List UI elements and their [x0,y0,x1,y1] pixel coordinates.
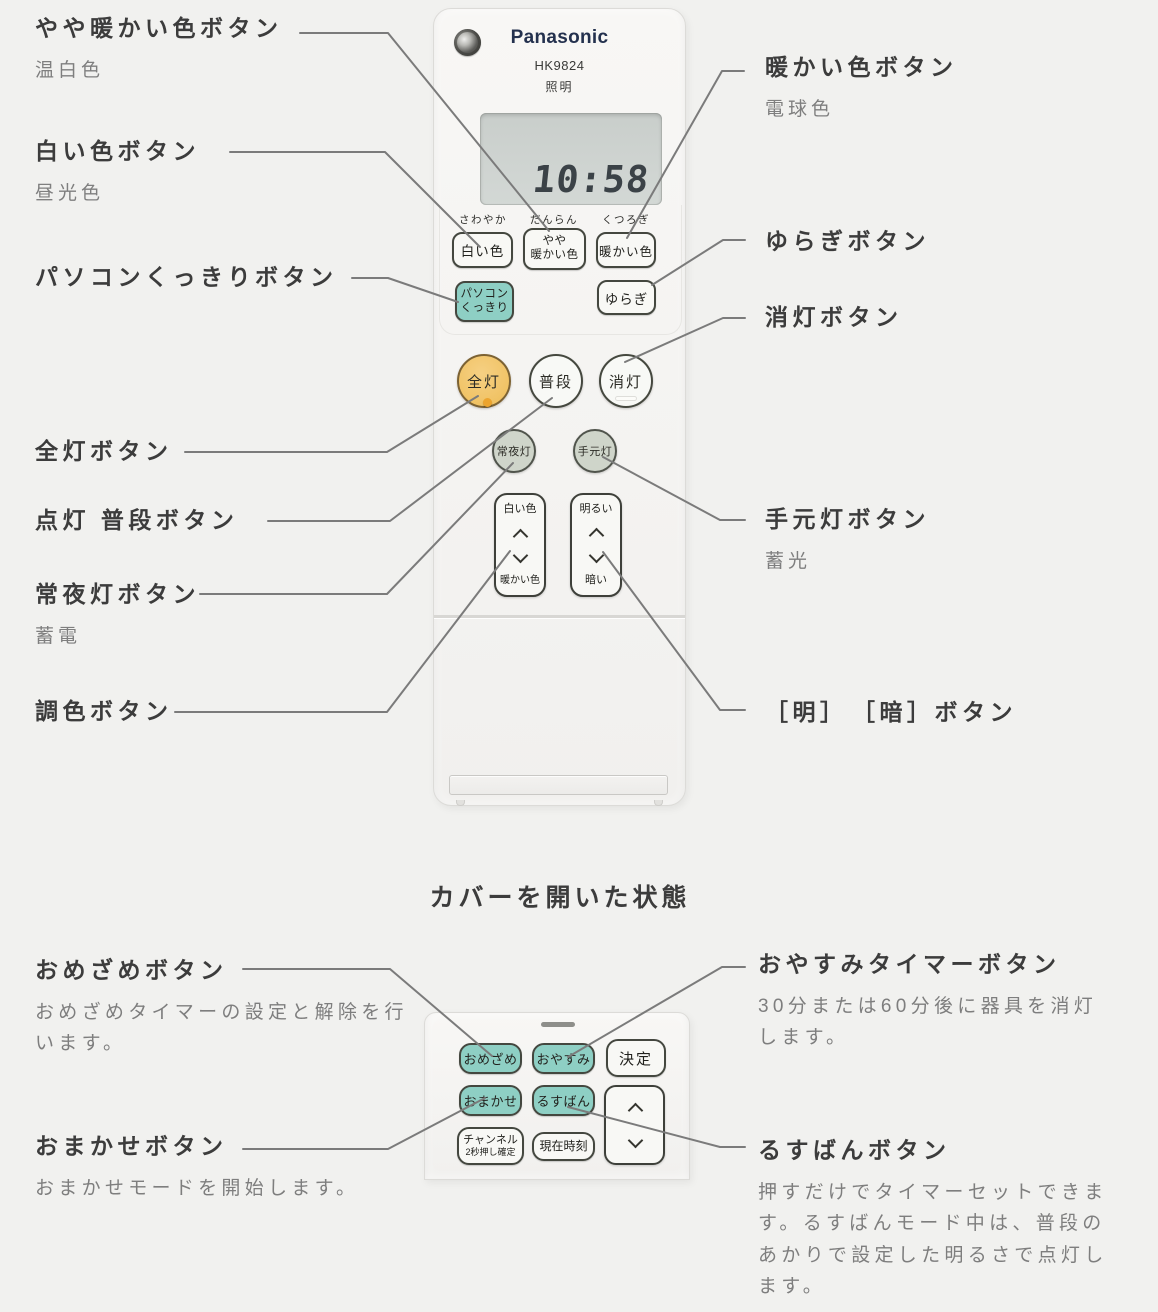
callout-sub: 温白色 [35,59,105,81]
kettei-button[interactable]: 決定 [606,1039,666,1077]
callout-pc: パソコンくっきりボタン [35,263,338,292]
callout-title: 全灯ボタン [35,438,173,464]
callout-sub: 蓄光 [765,550,812,572]
scene-label-kutsurogi: くつろぎ [602,214,650,226]
callout-handlight: 手元灯ボタン 蓄光 [765,505,930,573]
white-color-button[interactable]: 白い色 [452,232,513,268]
omezame-button[interactable]: おめざめ [459,1043,522,1074]
callout-oyasumi: おやすみタイマーボタン 30分または60分後に器具を消灯します。 [758,950,1118,1054]
callout-title: 消灯ボタン [765,304,903,330]
callout-title: 点灯 普段ボタン [35,507,239,533]
callout-sub: 昼光色 [35,182,105,204]
callout-title: やや暖かい色ボタン [35,15,283,41]
callout-desc: おめざめタイマーの設定と解除を行います。 [35,1001,408,1055]
cover-seam [434,615,685,618]
channel-button[interactable]: チャンネル 2秒押し確定 [457,1127,524,1165]
chevron-up-icon[interactable] [589,528,603,538]
callout-title: 常夜灯ボタン [35,581,200,607]
callout-title: るすばんボタン [758,1137,951,1163]
scene-label-danran: だんらん [530,214,578,226]
cover-latch[interactable] [449,775,668,795]
slightly-warm-color-button[interactable]: やや 暖かい色 [523,228,586,270]
callout-title: 白い色ボタン [35,138,200,164]
callout-omakase: おまかせボタン おまかせモードを開始します。 [35,1132,425,1204]
callout-white: 白い色ボタン 昼光色 [35,137,200,205]
brand-logo: Panasonic [510,27,609,48]
brightness-rocker[interactable]: 明るい 暗い [570,493,622,597]
case-foot [654,800,663,806]
callout-title: パソコンくっきりボタン [35,264,338,290]
callout-title: おやすみタイマーボタン [758,951,1061,977]
callout-color-tune: 調色ボタン [35,697,173,726]
callout-normal: 点灯 普段ボタン [35,506,238,535]
callout-slightly-warm: やや暖かい色ボタン 温白色 [35,14,283,82]
callout-bright-dark: ［明］ ［暗］ボタン [765,698,1017,727]
rusuban-button[interactable]: るすばん [532,1085,595,1116]
callout-omezame: おめざめボタン おめざめタイマーの設定と解除を行います。 [35,956,410,1060]
scene-label-sawayaka: さわやか [459,214,507,226]
callout-title: 暖かい色ボタン [765,54,958,80]
chevron-down-icon[interactable] [628,1137,642,1147]
lights-off-indicator [615,396,637,401]
cover-hinge-dash [541,1022,575,1027]
yuragi-button[interactable]: ゆらぎ [597,280,656,315]
callout-title: ［明］ ［暗］ボタン [765,699,1017,725]
all-lights-indicator-dot [483,398,492,407]
oyasumi-button[interactable]: おやすみ [532,1043,595,1074]
callout-title: 調色ボタン [35,698,173,724]
chevron-up-icon[interactable] [513,529,527,539]
color-tune-rocker[interactable]: 白い色 暖かい色 [494,493,546,597]
pc-kukkiri-button[interactable]: パソコン くっきり [455,281,514,322]
chevron-up-icon[interactable] [628,1103,642,1113]
section-title: カバーを開いた状態 [429,884,691,912]
callout-desc: おまかせモードを開始します。 [35,1177,360,1199]
callout-sub: 電球色 [765,98,835,120]
omakase-button[interactable]: おまかせ [459,1085,522,1116]
callout-title: ゆらぎボタン [765,228,930,254]
model-category: 照明 [545,80,574,94]
callout-desc: 押すだけでタイマーセットできます。るすばんモード中は、普段のあかりで設定した明る… [758,1181,1108,1298]
callout-all-on: 全灯ボタン [35,437,173,466]
model-number: HK9824 [534,58,585,73]
callout-desc: 30分または60分後に器具を消灯します。 [758,995,1098,1049]
lcd-time: 10:58 [530,158,652,201]
up-down-rocker[interactable] [604,1085,665,1165]
chevron-down-icon[interactable] [589,552,603,562]
chevron-down-icon[interactable] [513,552,527,562]
callout-warm: 暖かい色ボタン 電球色 [765,53,958,121]
current-time-button[interactable]: 現在時刻 [532,1132,595,1161]
callout-off: 消灯ボタン [765,303,903,332]
remote-control-cover-open: おめざめ おやすみ 決定 おまかせ るすばん チャンネル 2秒押し確定 現在時刻 [424,1012,690,1180]
callout-title: 手元灯ボタン [765,506,930,532]
callout-nightlight: 常夜灯ボタン 蓄電 [35,580,200,648]
callout-title: おまかせボタン [35,1133,228,1159]
warm-color-button[interactable]: 暖かい色 [596,232,656,268]
all-lights-on-button[interactable]: 全灯 [457,354,511,408]
hand-light-button[interactable]: 手元灯 [573,429,617,473]
callout-yuragi: ゆらぎボタン [765,227,930,256]
lights-off-button[interactable]: 消灯 [599,354,653,408]
callout-rusuban: るすばんボタン 押すだけでタイマーセットできます。るすばんモード中は、普段のあか… [758,1136,1118,1303]
remote-control-front: Panasonic HK9824 照明 10:58 さわやか だんらん くつろぎ… [433,8,686,806]
night-light-button[interactable]: 常夜灯 [492,429,536,473]
lcd-display: 10:58 [480,113,662,205]
callout-title: おめざめボタン [35,957,228,983]
case-foot [456,800,465,806]
normal-light-button[interactable]: 普段 [529,354,583,408]
callout-sub: 蓄電 [35,625,82,647]
